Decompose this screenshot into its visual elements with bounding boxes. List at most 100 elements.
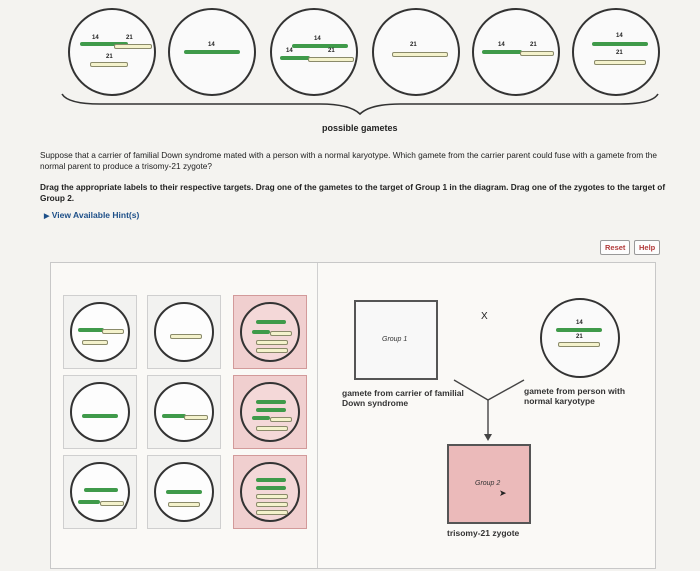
chromosome-14 [252, 330, 270, 334]
label-21: 21 [576, 334, 583, 340]
group-2-drop-target[interactable]: Group 2 ➤ [447, 444, 531, 524]
label-14: 14 [576, 320, 583, 326]
label-21: 21 [106, 54, 113, 60]
chromosome-14 [280, 56, 310, 60]
chromosome-21-attached [114, 44, 152, 49]
zygote-circle [240, 302, 300, 362]
top-gamete-4: 21 [372, 8, 460, 96]
chromosome-14 [184, 50, 240, 54]
draggable-gamete-tile[interactable] [63, 455, 137, 529]
chromosome-14 [162, 414, 186, 418]
caret-right-icon: ▶ [44, 213, 50, 220]
reset-button[interactable]: Reset [600, 240, 631, 255]
chromosome-14 [592, 42, 648, 46]
draggable-zygote-tile[interactable] [233, 375, 307, 449]
chromosome-14 [84, 488, 118, 492]
chromosome-14 [166, 490, 202, 494]
gametes-caption: possible gametes [322, 123, 398, 133]
chromosome-21-attached [270, 331, 292, 336]
chromosome-21 [256, 494, 288, 499]
gamete-circle [70, 462, 130, 522]
label-21: 21 [328, 48, 335, 54]
normal-gamete-caption: gamete from person with normal karyotype [524, 386, 626, 406]
group-1-label: Group 1 [382, 336, 408, 343]
label-21: 21 [530, 42, 537, 48]
draggable-gamete-tile[interactable] [63, 375, 137, 449]
chromosome-14 [78, 500, 100, 504]
gamete-circle [70, 382, 130, 442]
chromosome-14 [256, 320, 286, 324]
chromosome-21-attached [520, 51, 554, 56]
label-21: 21 [126, 35, 133, 41]
chromosome-14 [78, 328, 104, 332]
chromosome-21-attached [102, 329, 124, 334]
draggable-zygote-tile[interactable] [233, 455, 307, 529]
chromosome-14 [256, 408, 286, 412]
chromosome-21 [558, 342, 600, 347]
group-1-drop-target[interactable]: Group 1 [354, 300, 438, 380]
chromosome-21 [594, 60, 646, 65]
chromosome-21 [90, 62, 128, 67]
chromosome-14 [82, 414, 118, 418]
chromosome-21-attached [100, 501, 124, 506]
label-14: 14 [314, 36, 321, 42]
chromosome-14 [292, 44, 348, 48]
top-gamete-2: 14 [168, 8, 256, 96]
chromosome-14 [256, 400, 286, 404]
draggable-gamete-tile[interactable] [147, 295, 221, 369]
top-gamete-6: 14 21 [572, 8, 660, 96]
chromosome-21-attached [184, 415, 208, 420]
chromosome-21 [256, 502, 288, 507]
cursor-icon: ➤ [499, 488, 507, 498]
instructions-text: Drag the appropriate labels to their res… [40, 182, 666, 203]
chromosome-21-attached [308, 57, 354, 62]
chromosome-21 [256, 426, 288, 431]
gamete-circle [154, 462, 214, 522]
chromosome-21 [256, 510, 288, 515]
chromosome-21 [256, 340, 288, 345]
chromosome-21 [256, 348, 288, 353]
draggable-gamete-tile[interactable] [63, 295, 137, 369]
chromosome-14 [80, 42, 128, 46]
zygote-caption: trisomy-21 zygote [447, 528, 520, 538]
top-gamete-3: 14 14 21 [270, 8, 358, 96]
chromosome-14 [256, 486, 286, 490]
draggable-zygote-tile[interactable] [233, 295, 307, 369]
chromosome-21 [82, 340, 108, 345]
group-2-label: Group 2 [475, 480, 501, 487]
zygote-circle [240, 382, 300, 442]
help-button[interactable]: Help [634, 240, 661, 255]
label-21: 21 [616, 50, 623, 56]
chromosome-14 [556, 328, 602, 332]
normal-gamete: 14 21 [540, 298, 620, 378]
draggable-gamete-tile[interactable] [147, 375, 221, 449]
chromosome-14 [252, 416, 270, 420]
chromosome-21-attached [270, 417, 292, 422]
zygote-circle [240, 462, 300, 522]
label-14: 14 [286, 48, 293, 54]
chromosome-14 [482, 50, 522, 54]
top-gamete-5: 14 21 [472, 8, 560, 96]
view-hints-link[interactable]: ▶ View Available Hint(s) [44, 210, 139, 220]
label-14: 14 [498, 42, 505, 48]
fusion-arrows [453, 379, 525, 441]
gamete-circle [70, 302, 130, 362]
chromosome-14 [256, 478, 286, 482]
cross-symbol: X [481, 311, 488, 322]
label-bank-divider [317, 263, 318, 568]
draggable-gamete-tile[interactable] [147, 455, 221, 529]
chromosome-21 [170, 334, 202, 339]
chromosome-21 [168, 502, 200, 507]
label-21: 21 [410, 42, 417, 48]
label-14: 14 [208, 42, 215, 48]
gametes-brace [61, 93, 659, 116]
view-hints-label: View Available Hint(s) [51, 210, 140, 220]
gamete-circle [154, 382, 214, 442]
label-14: 14 [616, 33, 623, 39]
top-gamete-1: 14 21 21 [68, 8, 156, 96]
question-text: Suppose that a carrier of familial Down … [40, 150, 658, 171]
label-14: 14 [92, 35, 99, 41]
chromosome-21 [392, 52, 448, 57]
carrier-gamete-caption: gamete from carrier of familial Down syn… [342, 388, 464, 408]
gamete-circle [154, 302, 214, 362]
